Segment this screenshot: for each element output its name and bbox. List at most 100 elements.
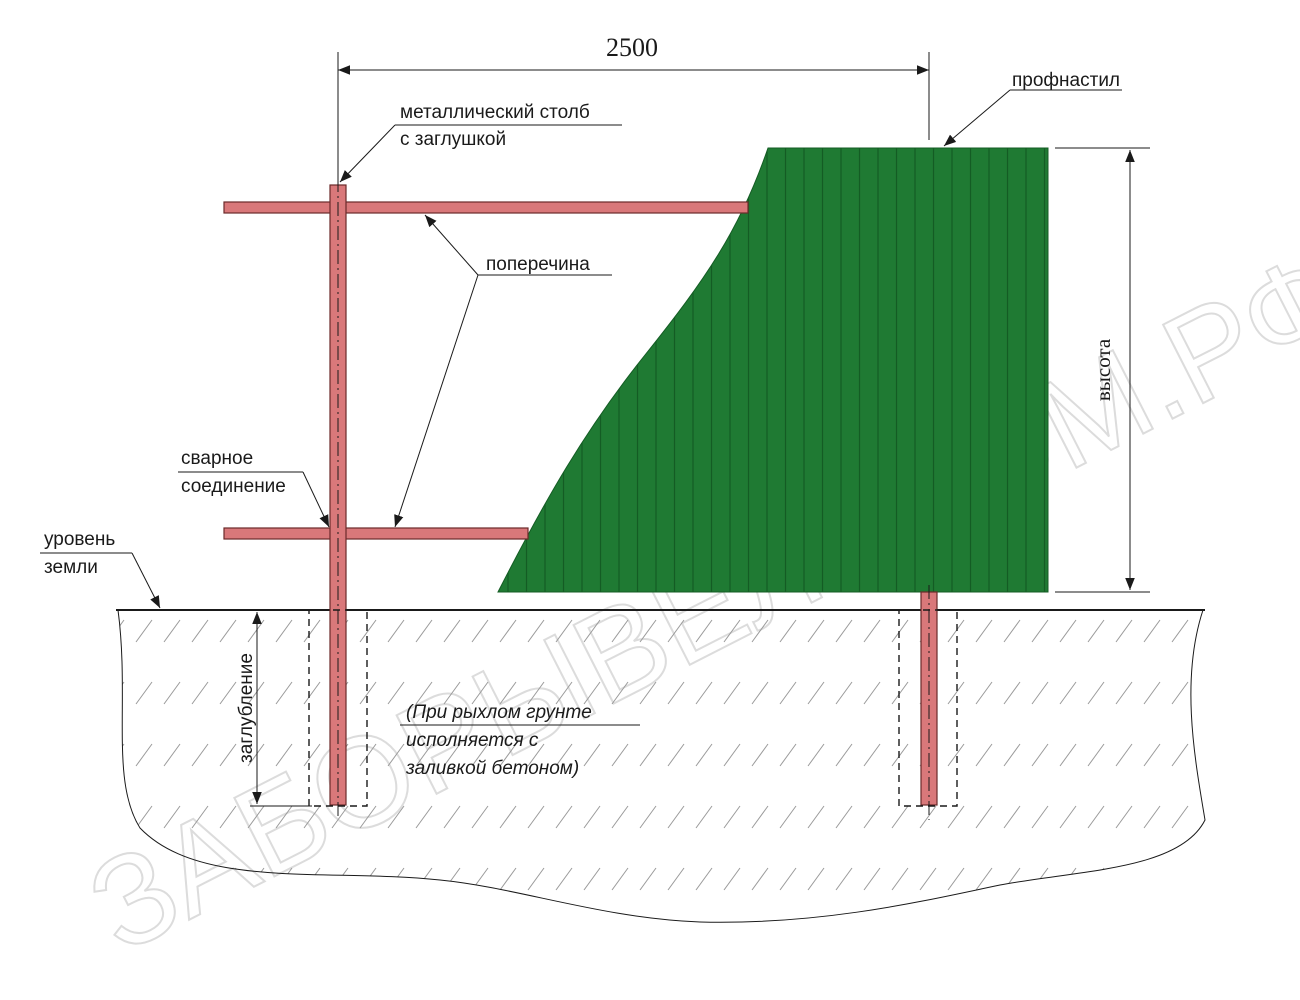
ground-hatch-mark [163, 681, 181, 705]
ground-hatch-mark [555, 805, 573, 829]
ground-hatch-mark [891, 743, 909, 767]
ground-hatch-mark [863, 681, 881, 705]
ground-hatch-mark [415, 743, 433, 767]
ground-hatch-mark [163, 743, 181, 767]
ground-hatch-mark [1143, 681, 1161, 705]
ground-hatch-mark [499, 619, 517, 643]
ground-hatch-mark [835, 743, 853, 767]
ground-hatch-mark [1284, 620, 1300, 642]
ground-hatch-mark [583, 867, 601, 891]
ground-level-label-line1: уровень [44, 529, 115, 550]
ground-hatch-mark [891, 867, 909, 891]
ground-hatch-mark [583, 805, 601, 829]
ground-hatch-mark [667, 743, 685, 767]
ground-hatch-mark [779, 619, 797, 643]
ground-hatch-mark [359, 619, 377, 643]
ground-hatch-mark [118, 681, 125, 705]
ground-hatch-mark [835, 867, 853, 891]
ground-hatch-mark [1228, 620, 1244, 642]
weld-label-line2: соединение [181, 476, 286, 497]
ground-hatch-mark [499, 743, 517, 767]
ground-hatch-mark [1199, 681, 1205, 705]
sheet-shape [497, 147, 1049, 593]
ground-hatch-mark [723, 681, 741, 705]
ground-hatch-mark [1087, 743, 1105, 767]
ground-hatch-mark [1003, 743, 1021, 767]
ground-hatch-mark [639, 619, 657, 643]
ground-hatch-mark [527, 619, 545, 643]
ground-hatch-mark [415, 805, 433, 829]
ground-hatch-mark [975, 805, 993, 829]
ground-hatch-mark [947, 805, 965, 829]
ground-hatch-mark [443, 619, 461, 643]
ground-hatch-mark [80, 806, 96, 828]
callout-metal-post: металлический столб с заглушкой [339, 102, 622, 183]
ground-hatch-mark [779, 805, 797, 829]
ground-hatch-mark [80, 682, 96, 704]
ground-hatch-mark [1171, 619, 1189, 643]
ground-hatch-mark [1087, 681, 1105, 705]
ground-hatch-mark [779, 867, 797, 891]
ground-hatch-mark [1284, 868, 1300, 890]
ground-hatch-mark [303, 681, 321, 705]
ground-hatch-mark [779, 681, 797, 705]
ground-hatch-mark [1143, 867, 1161, 891]
ground-hatch-mark [1284, 682, 1300, 704]
callout-ground-level: уровень земли [40, 529, 161, 609]
ground-hatch-mark [751, 867, 769, 891]
ground-hatch-mark [303, 743, 321, 767]
ground-hatch-mark [947, 743, 965, 767]
ground-hatch-mark [247, 619, 265, 643]
ground-hatch-mark [975, 619, 993, 643]
ground-hatch-mark [359, 681, 377, 705]
callout-crossbar: поперечина [394, 214, 612, 528]
ground-hatch-mark [1115, 867, 1133, 891]
ground-hatch-mark [163, 805, 181, 829]
ground-hatch-mark [919, 805, 937, 829]
ground-hatch-mark [975, 743, 993, 767]
depth-dimension: заглубление [236, 612, 312, 807]
right-post [920, 591, 938, 806]
ground-hatch-mark [1003, 805, 1021, 829]
ground-hatch-mark [639, 743, 657, 767]
ground-hatch-mark [471, 619, 489, 643]
metal-post-label-line2: с заглушкой [400, 129, 506, 150]
ground-hatch-mark [835, 805, 853, 829]
weld-label-line1: сварное [181, 448, 253, 469]
width-dimension-value: 2500 [606, 33, 658, 62]
ground-hatch-mark [695, 805, 713, 829]
ground-hatch-mark [555, 681, 573, 705]
ground-hatch-mark [191, 743, 209, 767]
ground-hatch-mark [947, 867, 965, 891]
ground-hatch-mark [695, 867, 713, 891]
ground-hatch-mark [695, 743, 713, 767]
ground-hatch-mark [1171, 743, 1189, 767]
ground-hatch-mark [1228, 806, 1244, 828]
ground-hatch-mark [667, 867, 685, 891]
crossbar-top [223, 201, 749, 214]
ground-hatch-mark [1199, 619, 1205, 643]
ground-hatch-mark [1199, 867, 1205, 891]
left-concrete-pit [308, 609, 368, 807]
ground-hatch-mark [1115, 681, 1133, 705]
ground-hatch-mark [751, 805, 769, 829]
note-concrete: (При рыхлом грунте исполняется с заливко… [400, 702, 640, 779]
ground-hatch-mark [1256, 682, 1272, 704]
ground-hatch-mark [135, 681, 153, 705]
ground-hatch-mark [1031, 743, 1049, 767]
callout-profile-sheet: профнастил [943, 70, 1122, 147]
ground-hatch-mark [275, 619, 293, 643]
ground-hatch-mark [303, 805, 321, 829]
ground-hatch-mark [1256, 620, 1272, 642]
ground-hatch-mark [527, 805, 545, 829]
ground-hatch-mark [80, 620, 96, 642]
ground-hatch-mark [751, 619, 769, 643]
ground-hatch-mark [891, 681, 909, 705]
ground-hatch-mark [1115, 743, 1133, 767]
ground-hatch-mark [611, 743, 629, 767]
ground-hatch-mark [80, 744, 96, 766]
ground-hatch-mark [611, 619, 629, 643]
ground-hatch-mark [387, 805, 405, 829]
ground-hatch-mark [807, 805, 825, 829]
ground-hatch-mark [135, 743, 153, 767]
